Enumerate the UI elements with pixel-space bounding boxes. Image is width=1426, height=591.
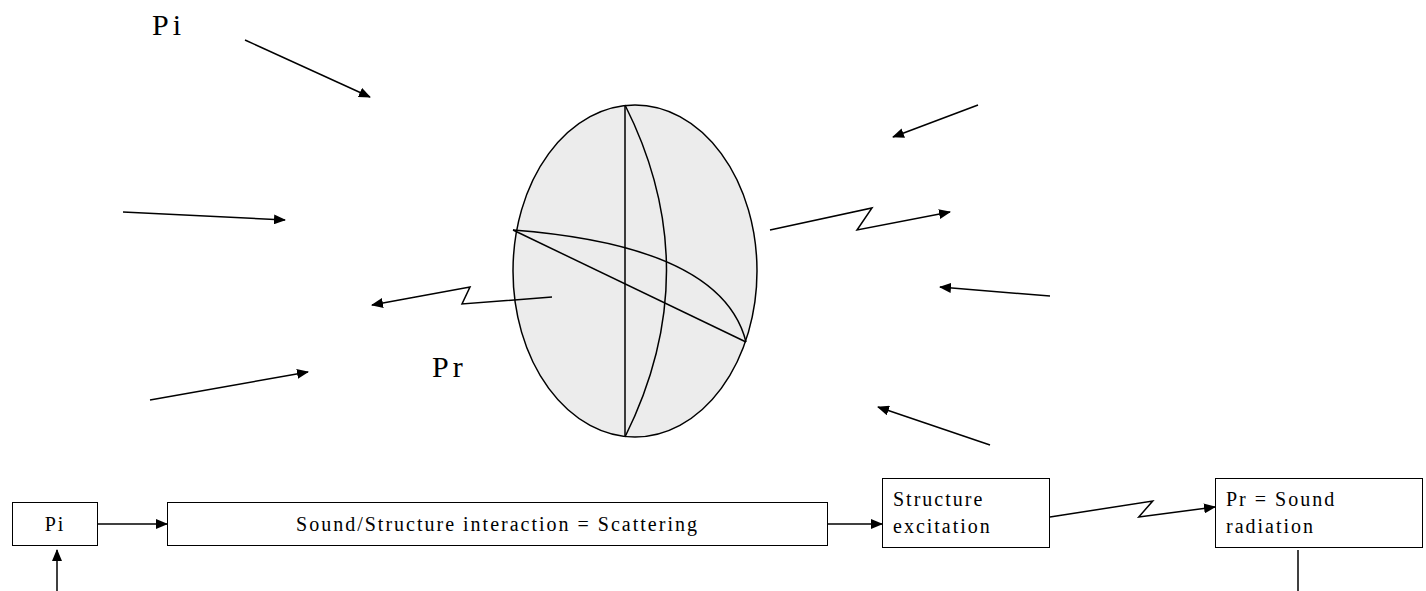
box-text: Pi (23, 511, 87, 538)
axis-line (624, 105, 626, 437)
diagonal-line (513, 230, 746, 342)
process-box: Structure excitation (882, 478, 1050, 548)
flow-arrow (98, 523, 167, 525)
process-box: Sound/Structure interaction = Scattering (167, 502, 828, 546)
incident-arrows (123, 40, 1050, 445)
flow-arrow (1050, 501, 1215, 517)
box-text: Sound/Structure interaction = Scattering (178, 511, 817, 538)
feedback-lines (57, 550, 1298, 591)
radiated-arrows (372, 208, 950, 305)
meridian-curve (625, 105, 667, 437)
pressure-label: Pi (152, 8, 185, 42)
equator-curve (513, 230, 746, 342)
flow-arrow (828, 523, 882, 525)
box-text: Structure excitation (893, 486, 1039, 540)
box-text: Pr = Sound radiation (1226, 486, 1412, 540)
pressure-label: Pr (432, 350, 467, 384)
scatterer-body (513, 105, 757, 437)
output-box: Pr = Sound radiation (1215, 478, 1423, 548)
input-box: Pi (12, 502, 98, 546)
